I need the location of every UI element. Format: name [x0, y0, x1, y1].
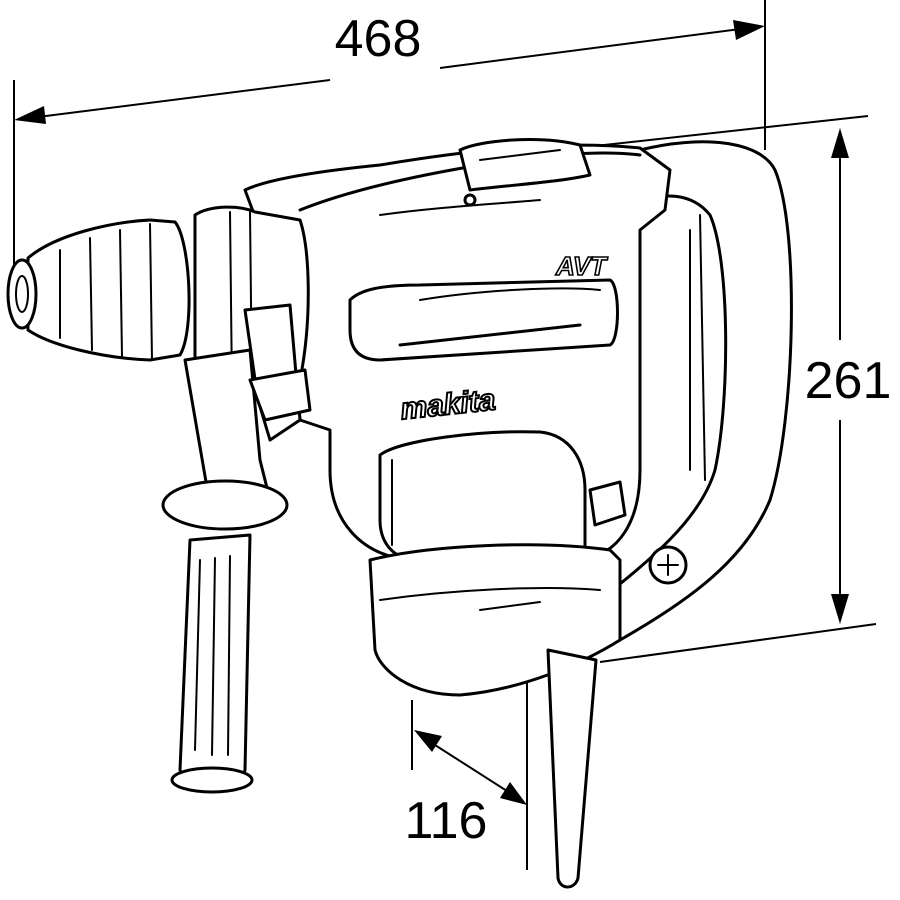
dimension-line-length-b: [439, 27, 749, 69]
arrowhead-right: [733, 20, 765, 40]
bit-socket: [15, 275, 29, 313]
side-vent-panel: [348, 278, 619, 362]
dimension-line-length-a: [29, 79, 331, 119]
arrowhead-depth-left: [414, 730, 442, 752]
grip-ribs: [194, 555, 231, 756]
mode-selector: [458, 138, 592, 192]
trigger-switch: [588, 480, 627, 527]
dimension-length: [13, 0, 766, 295]
handle-inner-edge: [699, 214, 706, 481]
arrowhead-bottom: [831, 594, 849, 624]
rear-screw-cross: [657, 554, 679, 576]
motor-lower-housing: [378, 430, 587, 564]
dimension-label-height: 261: [805, 352, 892, 410]
top-panel-line: [379, 199, 541, 216]
power-cord: [546, 648, 598, 889]
vent-upper-line: [419, 287, 601, 301]
arrowhead-depth-right: [500, 782, 527, 805]
extension-line-bottom: [599, 623, 877, 663]
dimension-label-length: 468: [335, 10, 422, 68]
selector-slot: [479, 149, 561, 161]
keyless-chuck: [26, 218, 191, 362]
base-skirt-line: [379, 587, 601, 601]
arrowhead-top: [831, 128, 849, 158]
side-handle-guard: [161, 479, 289, 531]
depth-gauge-clamp: [248, 368, 312, 422]
dimension-line-depth: [423, 737, 519, 799]
vent-slot: [398, 323, 582, 347]
dimension-label-depth: 116: [405, 792, 488, 850]
chuck-nose: [6, 258, 38, 330]
chuck-grip-ribs: [59, 223, 153, 361]
top-screw: [463, 193, 477, 207]
arrowhead-left: [14, 106, 46, 124]
side-handle-cap: [170, 766, 254, 794]
base-slot: [479, 601, 541, 611]
avt-badge: AVT: [555, 251, 608, 281]
